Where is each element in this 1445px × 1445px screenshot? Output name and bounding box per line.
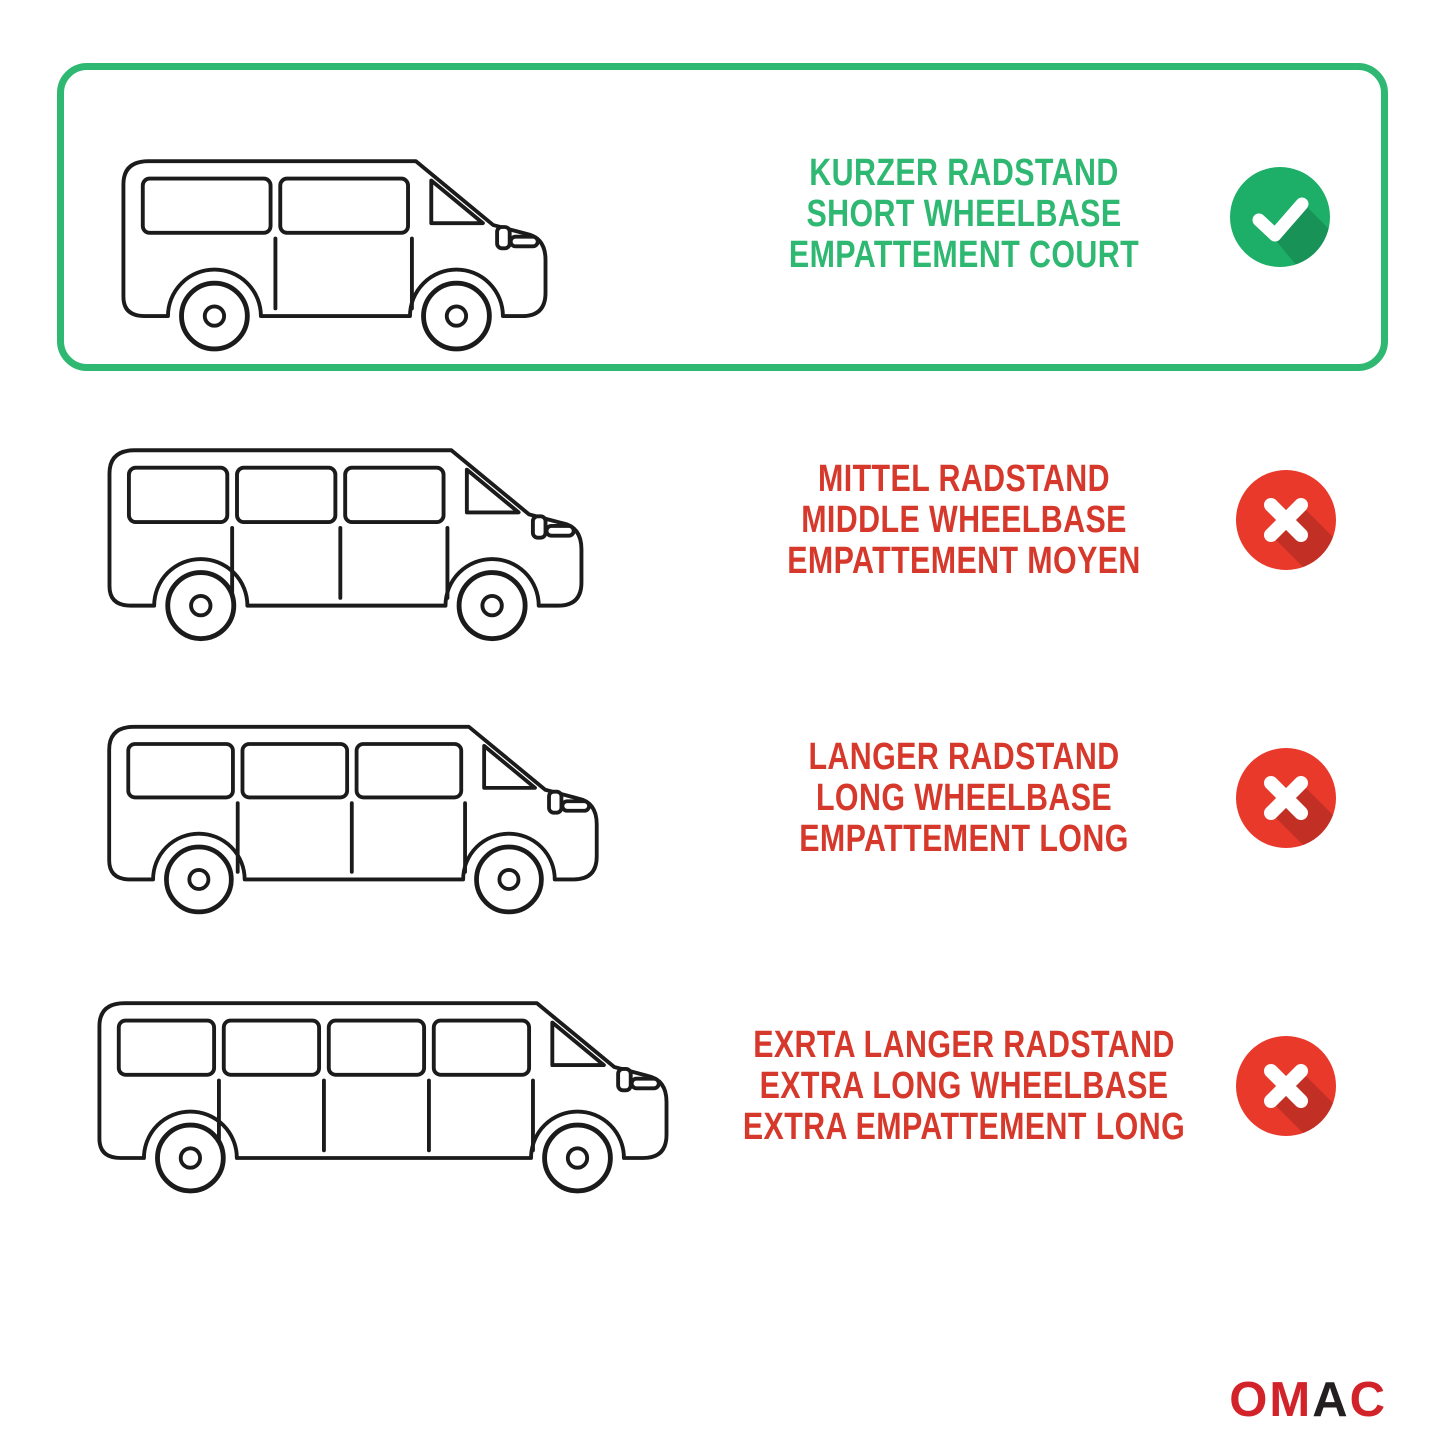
van-middle-wheelbase-illustration [92, 425, 597, 650]
variant-label-de: LANGER RADSTAND [808, 736, 1120, 778]
check-glyph [1230, 167, 1330, 267]
variant-label-de: MITTEL RADSTAND [818, 458, 1110, 500]
variant-label-fr: EMPATTEMENT LONG [799, 818, 1129, 860]
variant-label-en: MIDDLE WHEELBASE [801, 499, 1127, 541]
selected-variant-box: KURZER RADSTAND SHORT WHEELBASE EMPATTEM… [57, 63, 1388, 371]
van-extra-long-wheelbase-illustration [82, 978, 682, 1203]
brand-letter: C [1349, 1373, 1387, 1427]
brand-logo: OMAC [1229, 1372, 1387, 1428]
cross-icon [1234, 746, 1338, 850]
variant-label-en: EXTRA LONG WHEELBASE [759, 1065, 1169, 1107]
variant-label-fr: EMPATTEMENT COURT [788, 234, 1140, 276]
van-line-art [121, 159, 548, 352]
variant-label-de: KURZER RADSTAND [809, 152, 1119, 194]
cross-icon [1234, 468, 1338, 572]
check-icon [1228, 165, 1332, 269]
variant-label-en: SHORT WHEELBASE [806, 193, 1122, 235]
brand-letter: M [1269, 1373, 1313, 1427]
van-short-wheelbase-illustration [106, 136, 561, 361]
variant-label-fr: EXTRA EMPATTEMENT LONG [742, 1106, 1186, 1148]
brand-letter: A [1312, 1373, 1350, 1427]
brand-letter: O [1229, 1373, 1270, 1427]
van-line-art [97, 1001, 669, 1194]
van-line-art [107, 724, 599, 915]
variant-label-group-long: LANGER RADSTAND LONG WHEELBASE EMPATTEME… [756, 737, 1172, 860]
variant-label-en: LONG WHEELBASE [815, 777, 1113, 819]
variant-label-group-extra-long: EXRTA LANGER RADSTAND EXTRA LONG WHEELBA… [740, 1025, 1188, 1148]
variant-label-group-short: KURZER RADSTAND SHORT WHEELBASE EMPATTEM… [756, 153, 1172, 276]
cross-glyph [1236, 1036, 1336, 1136]
cross-glyph [1236, 748, 1336, 848]
van-line-art [107, 448, 584, 642]
cross-glyph [1236, 470, 1336, 570]
cross-icon [1234, 1034, 1338, 1138]
variant-label-fr: EMPATTEMENT MOYEN [787, 540, 1141, 582]
variant-label-de: EXRTA LANGER RADSTAND [753, 1024, 1175, 1066]
van-long-wheelbase-illustration [92, 702, 612, 923]
variant-label-group-middle: MITTEL RADSTAND MIDDLE WHEELBASE EMPATTE… [756, 459, 1172, 582]
